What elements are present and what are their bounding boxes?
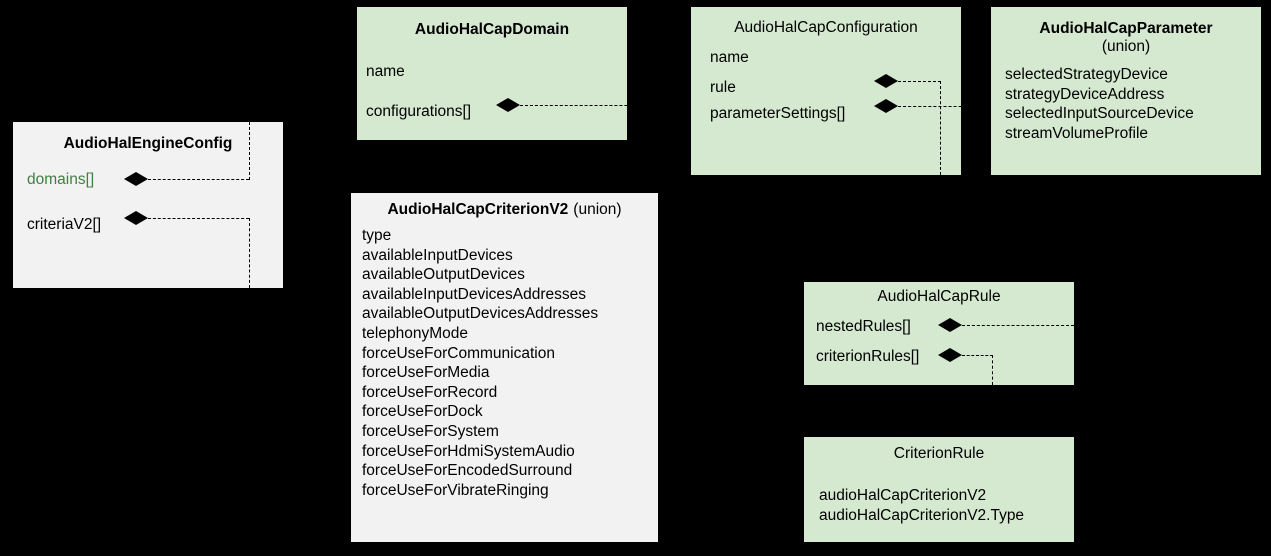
class-subtitle-audio-hal-cap-parameter: (union)	[1101, 38, 1151, 56]
class-title-audio-hal-engine-config: AudioHalEngineConfig	[63, 135, 233, 152]
connector-nested-rules-horizontal	[962, 325, 1074, 326]
class-title-criterion-rule: CriterionRule	[893, 445, 985, 462]
attribute-selected-input-source-device: selectedInputSourceDevice	[1005, 105, 1194, 123]
attribute-list-cap-parameter: selectedStrategyDevice strategyDeviceAdd…	[1005, 65, 1194, 143]
attribute-available-output-devices: availableOutputDevices	[362, 266, 525, 284]
class-box-audio-hal-engine-config[interactable]: AudioHalEngineConfig domains[] criteriaV…	[13, 122, 283, 288]
attribute-force-use-for-communication: forceUseForCommunication	[362, 344, 555, 362]
class-box-audio-hal-cap-domain[interactable]: AudioHalCapDomain name configurations[]	[357, 7, 627, 140]
attribute-force-use-for-dock: forceUseForDock	[362, 403, 483, 421]
class-box-audio-hal-cap-rule[interactable]: AudioHalCapRule nestedRules[] criterionR…	[804, 282, 1074, 385]
class-title-audio-hal-cap-domain: AudioHalCapDomain	[414, 21, 570, 38]
attribute-type: type	[362, 227, 392, 244]
composition-diamond-nested-rules	[938, 318, 962, 332]
connector-rule-horizontal	[898, 81, 941, 82]
class-title-audio-hal-cap-rule: AudioHalCapRule	[877, 288, 1001, 305]
attribute-audio-hal-cap-criterion-v2: audioHalCapCriterionV2	[819, 487, 987, 504]
composition-diamond-criteria-v2	[124, 211, 148, 225]
attribute-force-use-for-hdmi-system-audio: forceUseForHdmiSystemAudio	[362, 442, 575, 460]
attribute-domains: domains[]	[27, 171, 95, 188]
attribute-nested-rules: nestedRules[]	[816, 318, 911, 335]
class-title-audio-hal-cap-configuration: AudioHalCapConfiguration	[734, 19, 918, 36]
attribute-parameter-settings: parameterSettings[]	[710, 105, 846, 122]
attribute-name-domain: name	[366, 63, 405, 80]
attribute-force-use-for-encoded-surround: forceUseForEncodedSurround	[362, 462, 573, 480]
attribute-force-use-for-vibrate-ringing: forceUseForVibrateRinging	[362, 481, 549, 499]
attribute-audio-hal-cap-criterion-v2-type: audioHalCapCriterionV2.Type	[819, 506, 1025, 524]
attribute-available-input-devices: availableInputDevices	[362, 246, 513, 264]
connector-criterion-rules-horizontal	[962, 355, 993, 356]
attribute-force-use-for-system: forceUseForSystem	[362, 422, 499, 440]
class-title-audio-hal-cap-parameter: AudioHalCapParameter	[1039, 20, 1213, 37]
composition-diamond-domains	[124, 172, 148, 186]
attribute-criteria-v2: criteriaV2[]	[27, 216, 102, 233]
attribute-list-criterion-rule: audioHalCapCriterionV2 audioHalCapCriter…	[819, 486, 1024, 525]
composition-diamond-parameter-settings	[874, 99, 898, 113]
attribute-available-output-devices-addresses: availableOutputDevicesAddresses	[362, 305, 599, 323]
connector-criteria-v2-horizontal	[148, 218, 249, 219]
attribute-available-input-devices-addresses: availableInputDevicesAddresses	[362, 285, 587, 303]
composition-diamond-criterion-rules	[938, 348, 962, 362]
class-box-audio-hal-cap-criterion-v2[interactable]: AudioHalCapCriterionV2(union) type avail…	[351, 193, 658, 542]
attribute-telephony-mode: telephonyMode	[362, 324, 468, 342]
composition-diamond-rule	[874, 74, 898, 88]
attribute-selected-strategy-device: selectedStrategyDevice	[1005, 66, 1168, 83]
class-box-criterion-rule[interactable]: CriterionRule audioHalCapCriterionV2 aud…	[804, 437, 1074, 542]
class-box-audio-hal-cap-parameter[interactable]: AudioHalCapParameter (union) selectedStr…	[991, 7, 1261, 175]
composition-diamond-configurations	[496, 98, 520, 112]
attribute-criterion-rules: criterionRules[]	[816, 348, 920, 365]
connector-configurations-horizontal	[520, 105, 692, 106]
attribute-configurations: configurations[]	[366, 103, 472, 120]
connector-rule-vertical	[940, 81, 941, 175]
attribute-name-configuration: name	[710, 49, 749, 66]
attribute-force-use-for-record: forceUseForRecord	[362, 383, 498, 401]
class-box-audio-hal-cap-configuration[interactable]: AudioHalCapConfiguration name rule param…	[691, 7, 961, 175]
class-title-audio-hal-cap-criterion-v2: AudioHalCapCriterionV2(union)	[351, 201, 658, 219]
class-title-text-criterion-v2: AudioHalCapCriterionV2	[387, 201, 569, 218]
class-subtitle-criterion-v2: (union)	[573, 201, 622, 218]
connector-criteria-v2-vertical	[249, 218, 250, 288]
connector-parameter-settings-horizontal	[898, 106, 992, 107]
connector-criterion-rules-vertical	[992, 355, 993, 385]
connector-domains-horizontal	[148, 179, 249, 180]
attribute-list-criterion-v2: type availableInputDevices availableOutp…	[362, 226, 598, 500]
connector-domains-vertical	[249, 122, 250, 180]
attribute-force-use-for-media: forceUseForMedia	[362, 364, 490, 382]
attribute-strategy-device-address: strategyDeviceAddress	[1005, 85, 1165, 103]
attribute-stream-volume-profile: streamVolumeProfile	[1005, 124, 1149, 142]
attribute-rule: rule	[710, 79, 736, 96]
